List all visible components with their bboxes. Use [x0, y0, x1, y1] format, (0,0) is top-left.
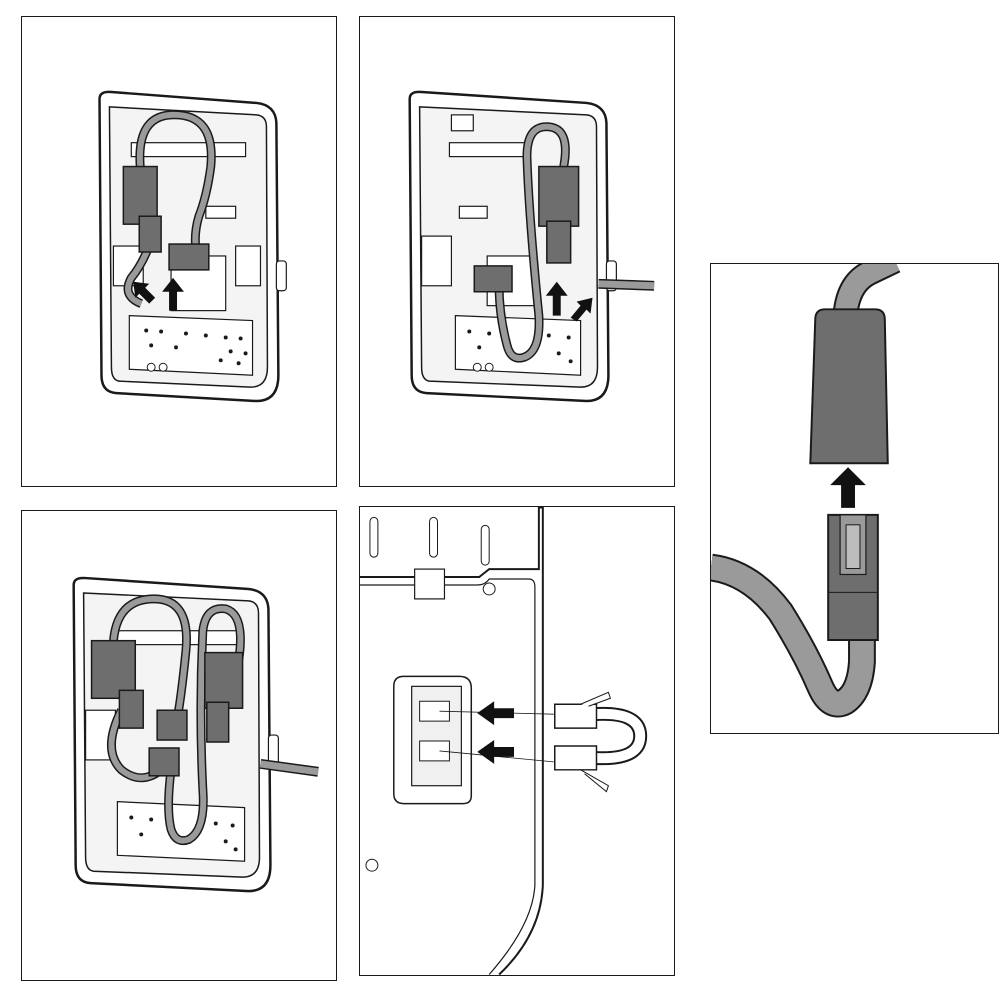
wall-box-illustration-3	[72, 576, 319, 893]
wall-box-illustration-2	[408, 90, 655, 403]
panel-step-3	[21, 510, 337, 981]
wall-box-illustration-1	[98, 90, 287, 403]
port-block-illustration	[360, 507, 648, 975]
panel-detail	[710, 263, 999, 734]
panel-step-4	[359, 506, 675, 976]
rj45-coupler-illustration	[711, 264, 901, 718]
panel-step-1	[21, 16, 337, 487]
panel-step-2	[359, 16, 675, 487]
